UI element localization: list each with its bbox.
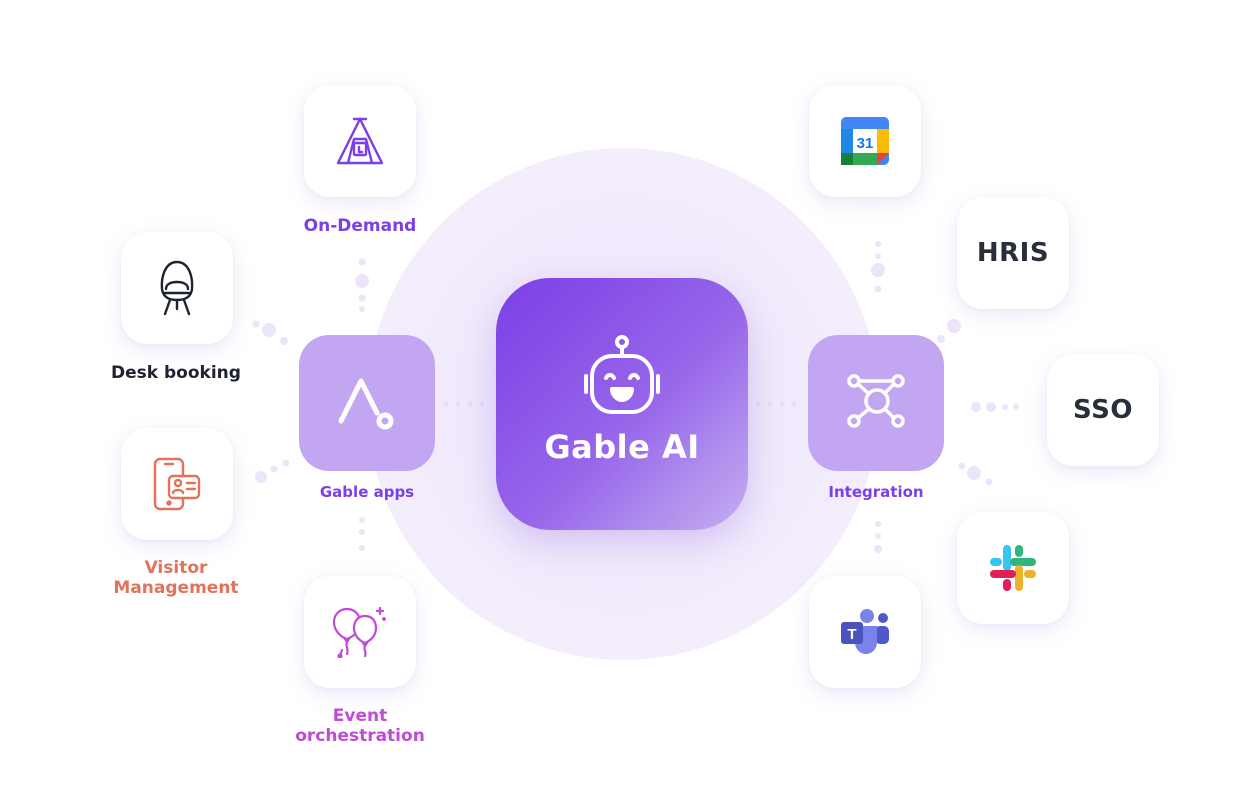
desk-booking-label: Desk booking <box>111 363 241 383</box>
microsoft-teams-icon: T <box>839 608 891 656</box>
google-calendar-card[interactable]: 31 <box>809 85 921 197</box>
visitor-management-card[interactable] <box>121 428 233 540</box>
event-orchestration-label-line2: orchestration <box>295 726 425 746</box>
event-orchestration-card[interactable] <box>304 576 416 688</box>
visitor-badge-icon <box>151 456 203 512</box>
gable-apps-hub[interactable] <box>299 335 435 471</box>
visitor-management-label-line2: Management <box>113 578 239 598</box>
integration-label: Integration <box>828 483 924 501</box>
hris-text: HRIS <box>976 238 1050 268</box>
google-calendar-icon: 31 <box>841 117 889 165</box>
balloons-icon <box>330 606 390 658</box>
calendar-day-number: 31 <box>857 135 874 152</box>
network-nodes-icon <box>844 369 908 437</box>
sso-card[interactable]: SSO <box>1047 354 1159 466</box>
tent-icon <box>332 113 388 169</box>
sso-text: SSO <box>1073 395 1133 425</box>
desk-booking-card[interactable] <box>121 232 233 344</box>
slack-card[interactable] <box>957 512 1069 624</box>
gable-ai-center-card[interactable]: Gable AI <box>496 278 748 530</box>
integration-hub[interactable] <box>808 335 944 471</box>
visitor-management-label-line1: Visitor <box>144 558 208 578</box>
teams-letter: T <box>847 626 856 643</box>
egg-chair-icon <box>157 259 197 317</box>
event-orchestration-label: Event orchestration <box>284 706 436 746</box>
gable-apps-label: Gable apps <box>319 483 415 501</box>
teams-card[interactable]: T <box>809 576 921 688</box>
hris-card[interactable]: HRIS <box>957 197 1069 309</box>
gable-logo-icon <box>335 369 399 437</box>
slack-icon <box>989 544 1037 592</box>
robot-icon <box>578 334 666 422</box>
gable-ai-title: Gable AI <box>544 428 700 466</box>
visitor-management-label: Visitor Management <box>96 558 256 598</box>
on-demand-card[interactable] <box>304 85 416 197</box>
on-demand-label: On-Demand <box>303 216 417 236</box>
event-orchestration-label-line1: Event <box>332 706 388 726</box>
